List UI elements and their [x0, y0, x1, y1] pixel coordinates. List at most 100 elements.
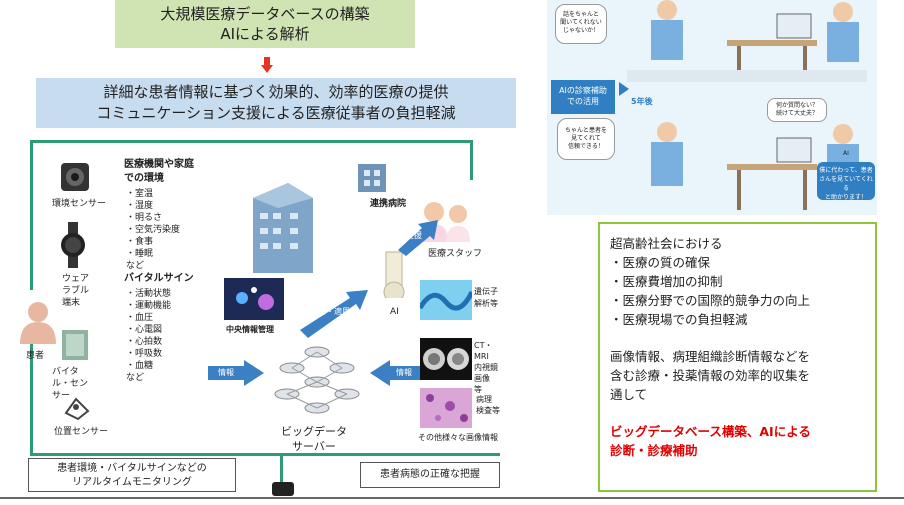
- cartoon-panel: 話をちゃんと 聞いてくれない じゃないか！ AIの診察補助 での活用 5年後 ち…: [547, 0, 877, 215]
- ct-mri-line-1: CT・MRI: [474, 341, 493, 361]
- summary-item: ・医療費増加の抑制: [610, 274, 723, 289]
- big-data-line-2: サーバー: [292, 440, 336, 453]
- learn-apply-arrow-icon: [300, 290, 368, 338]
- benefit-line-2: コミュニケーション支援による医療従事者の負担軽減: [96, 104, 456, 122]
- partner-hospital-label: 連携病院: [370, 199, 407, 209]
- summary-gap: [610, 329, 865, 347]
- summary-item: ・医療分野での国際的競争力の向上: [610, 293, 811, 308]
- summary-item: ・医療現場での負担軽減: [610, 312, 748, 327]
- frame-top: [30, 140, 470, 143]
- big-data-line-1: ビッグデータ: [281, 425, 347, 438]
- summary-para-line-3: 通して: [610, 387, 648, 402]
- monitor-line-1: 患者環境・バイタルサインなどの: [57, 463, 207, 474]
- benefit-box: 詳細な患者情報に基づく効果的、効率的医療の提供 コミュニケーション支援による医療…: [36, 78, 516, 128]
- central-mgmt-label: 中央情報管理: [226, 325, 274, 334]
- summary-item: ・医療の質の確保: [610, 255, 711, 270]
- server-cluster-icon: [274, 346, 360, 414]
- medical-staff-label: 医療スタッフ: [428, 249, 483, 259]
- frame-right: [470, 140, 473, 180]
- bubble-1-line-2: 聞いてくれない: [560, 19, 602, 26]
- system-diagram: 環境センサー ウェアラブル端末 患者 バイタル・センサー 位置センサー 医療機関…: [18, 138, 502, 498]
- title-line-2: AIによる解析: [220, 25, 310, 43]
- frame-connector: [280, 453, 283, 493]
- vital-item: ・血糖: [126, 361, 154, 371]
- vital-item: ・呼吸数: [126, 349, 163, 359]
- vital-item: ・活動状態: [126, 289, 172, 299]
- genome-label: 遺伝子解析等: [474, 287, 498, 308]
- vital-item: ・運動機能: [126, 301, 172, 311]
- title-line-1: 大規模医療データベースの構築: [160, 5, 370, 23]
- after-label: 5年後: [631, 97, 653, 106]
- ct-mri-image: [420, 338, 472, 380]
- info-right-label: 情報: [396, 368, 412, 377]
- hospital-building-icon: [253, 183, 313, 273]
- support-arrow-icon: [398, 220, 438, 256]
- camera-icon: [61, 163, 89, 191]
- doctor-tag: AI: [843, 150, 849, 157]
- bottom-rule: [0, 497, 904, 499]
- connector-icon: [272, 482, 294, 496]
- vital-list: ・活動状態 ・運動機能 ・血圧 ・心電図 ・心拍数 ・呼吸数 ・血糖 など: [126, 288, 171, 384]
- env-item: ・明るさ: [126, 213, 163, 223]
- ct-mri-line-3: 等: [474, 385, 482, 394]
- frame-left-upper: [30, 140, 33, 290]
- genome-image: [417, 280, 475, 320]
- ai-label: AI: [390, 307, 399, 317]
- speech-bubble-1: 話をちゃんと 聞いてくれない じゃないか！: [555, 4, 607, 44]
- after-arrow-icon: [619, 82, 629, 96]
- speech-bubble-4: 僕に代わって、患者 さんを見ていてくれる と助かります！: [817, 162, 875, 201]
- accurate-grasp-box: 患者病態の正確な把握: [360, 462, 500, 488]
- ai-robot-icon: [383, 251, 405, 298]
- wearable-label: ウェアラブル端末: [62, 274, 90, 308]
- env-sensor-label: 環境センサー: [52, 199, 107, 209]
- summary-highlight-line-2: 診断・診療補助: [610, 443, 698, 458]
- env-list: ・室温 ・湿度 ・明るさ ・空気汚染度 ・食事 ・睡眠 など: [126, 188, 180, 272]
- bubble-2-line-2: 見てくれて: [571, 135, 601, 142]
- env-item: ・空気汚染度: [126, 225, 181, 235]
- monitor-line-2: リアルタイムモニタリング: [72, 477, 192, 488]
- big-data-label: ビッグデータ サーバー: [274, 424, 354, 454]
- ai-support-line-1: AIの診察補助: [559, 86, 607, 95]
- summary-para-line-2: 含む診療・投薬情報の効率的収集を: [610, 368, 811, 383]
- patient-icon: [20, 302, 56, 344]
- title-box: 大規模医療データベースの構築 AIによる解析: [115, 0, 415, 48]
- summary-para-line-1: 画像情報、病理組織診断情報などを: [610, 349, 811, 364]
- ai-support-label: AIの診察補助 での活用: [551, 80, 615, 114]
- vital-item: など: [126, 373, 145, 383]
- summary-highlight-line-1: ビッグデータベース構築、AIによる: [610, 424, 811, 439]
- env-heading-2: での環境: [124, 173, 164, 184]
- env-item: など: [126, 261, 145, 271]
- summary-gap: [610, 404, 865, 422]
- frame-left-lower: [30, 343, 33, 453]
- bubble-2-line-1: ちゃんと患者を: [564, 127, 607, 134]
- position-sensor-icon: [64, 397, 90, 421]
- realtime-monitoring-box: 患者環境・バイタルサインなどの リアルタイムモニタリング: [28, 458, 236, 492]
- speech-bubble-3: 何か質問ない？ 続けて大丈夫？: [767, 98, 827, 122]
- info-arrow-right-icon: [370, 360, 426, 386]
- patient-label: 患者: [26, 351, 45, 361]
- env-item: ・室温: [126, 189, 154, 199]
- ct-mri-label: CT・MRI 内視鏡画像 等: [474, 340, 502, 395]
- bubble-1-line-1: 話をちゃんと: [562, 11, 599, 18]
- frame-bottom: [30, 453, 500, 456]
- learn-apply-label: 学習・適用: [310, 307, 350, 316]
- pathology-image: [420, 388, 472, 428]
- central-mgmt-image: [224, 278, 284, 320]
- info-left-label: 情報: [218, 368, 234, 377]
- env-item: ・睡眠: [126, 249, 154, 259]
- bubble-4-line-2: さんを見ていてくれる: [819, 176, 873, 192]
- vital-sensor-label: バイタル・センサー: [52, 367, 89, 401]
- env-item: ・湿度: [126, 201, 154, 211]
- bubble-4-line-1: 僕に代わって、患者: [819, 167, 873, 174]
- watch-icon: [61, 222, 85, 268]
- env-heading-1: 医療機関や家庭: [124, 159, 194, 170]
- vital-item: ・心拍数: [126, 337, 163, 347]
- support-arrow-label: 支援: [406, 231, 422, 240]
- position-sensor-label: 位置センサー: [54, 427, 109, 437]
- ct-mri-line-2: 内視鏡画像: [474, 363, 498, 383]
- partner-hospital-icon: [358, 164, 386, 192]
- bubble-3-line-1: 何か質問ない？: [775, 102, 818, 109]
- down-arrow-icon: [261, 57, 273, 73]
- vital-heading: バイタルサイン: [124, 273, 194, 284]
- benefit-line-1: 詳細な患者情報に基づく効果的、効率的医療の提供: [103, 83, 449, 101]
